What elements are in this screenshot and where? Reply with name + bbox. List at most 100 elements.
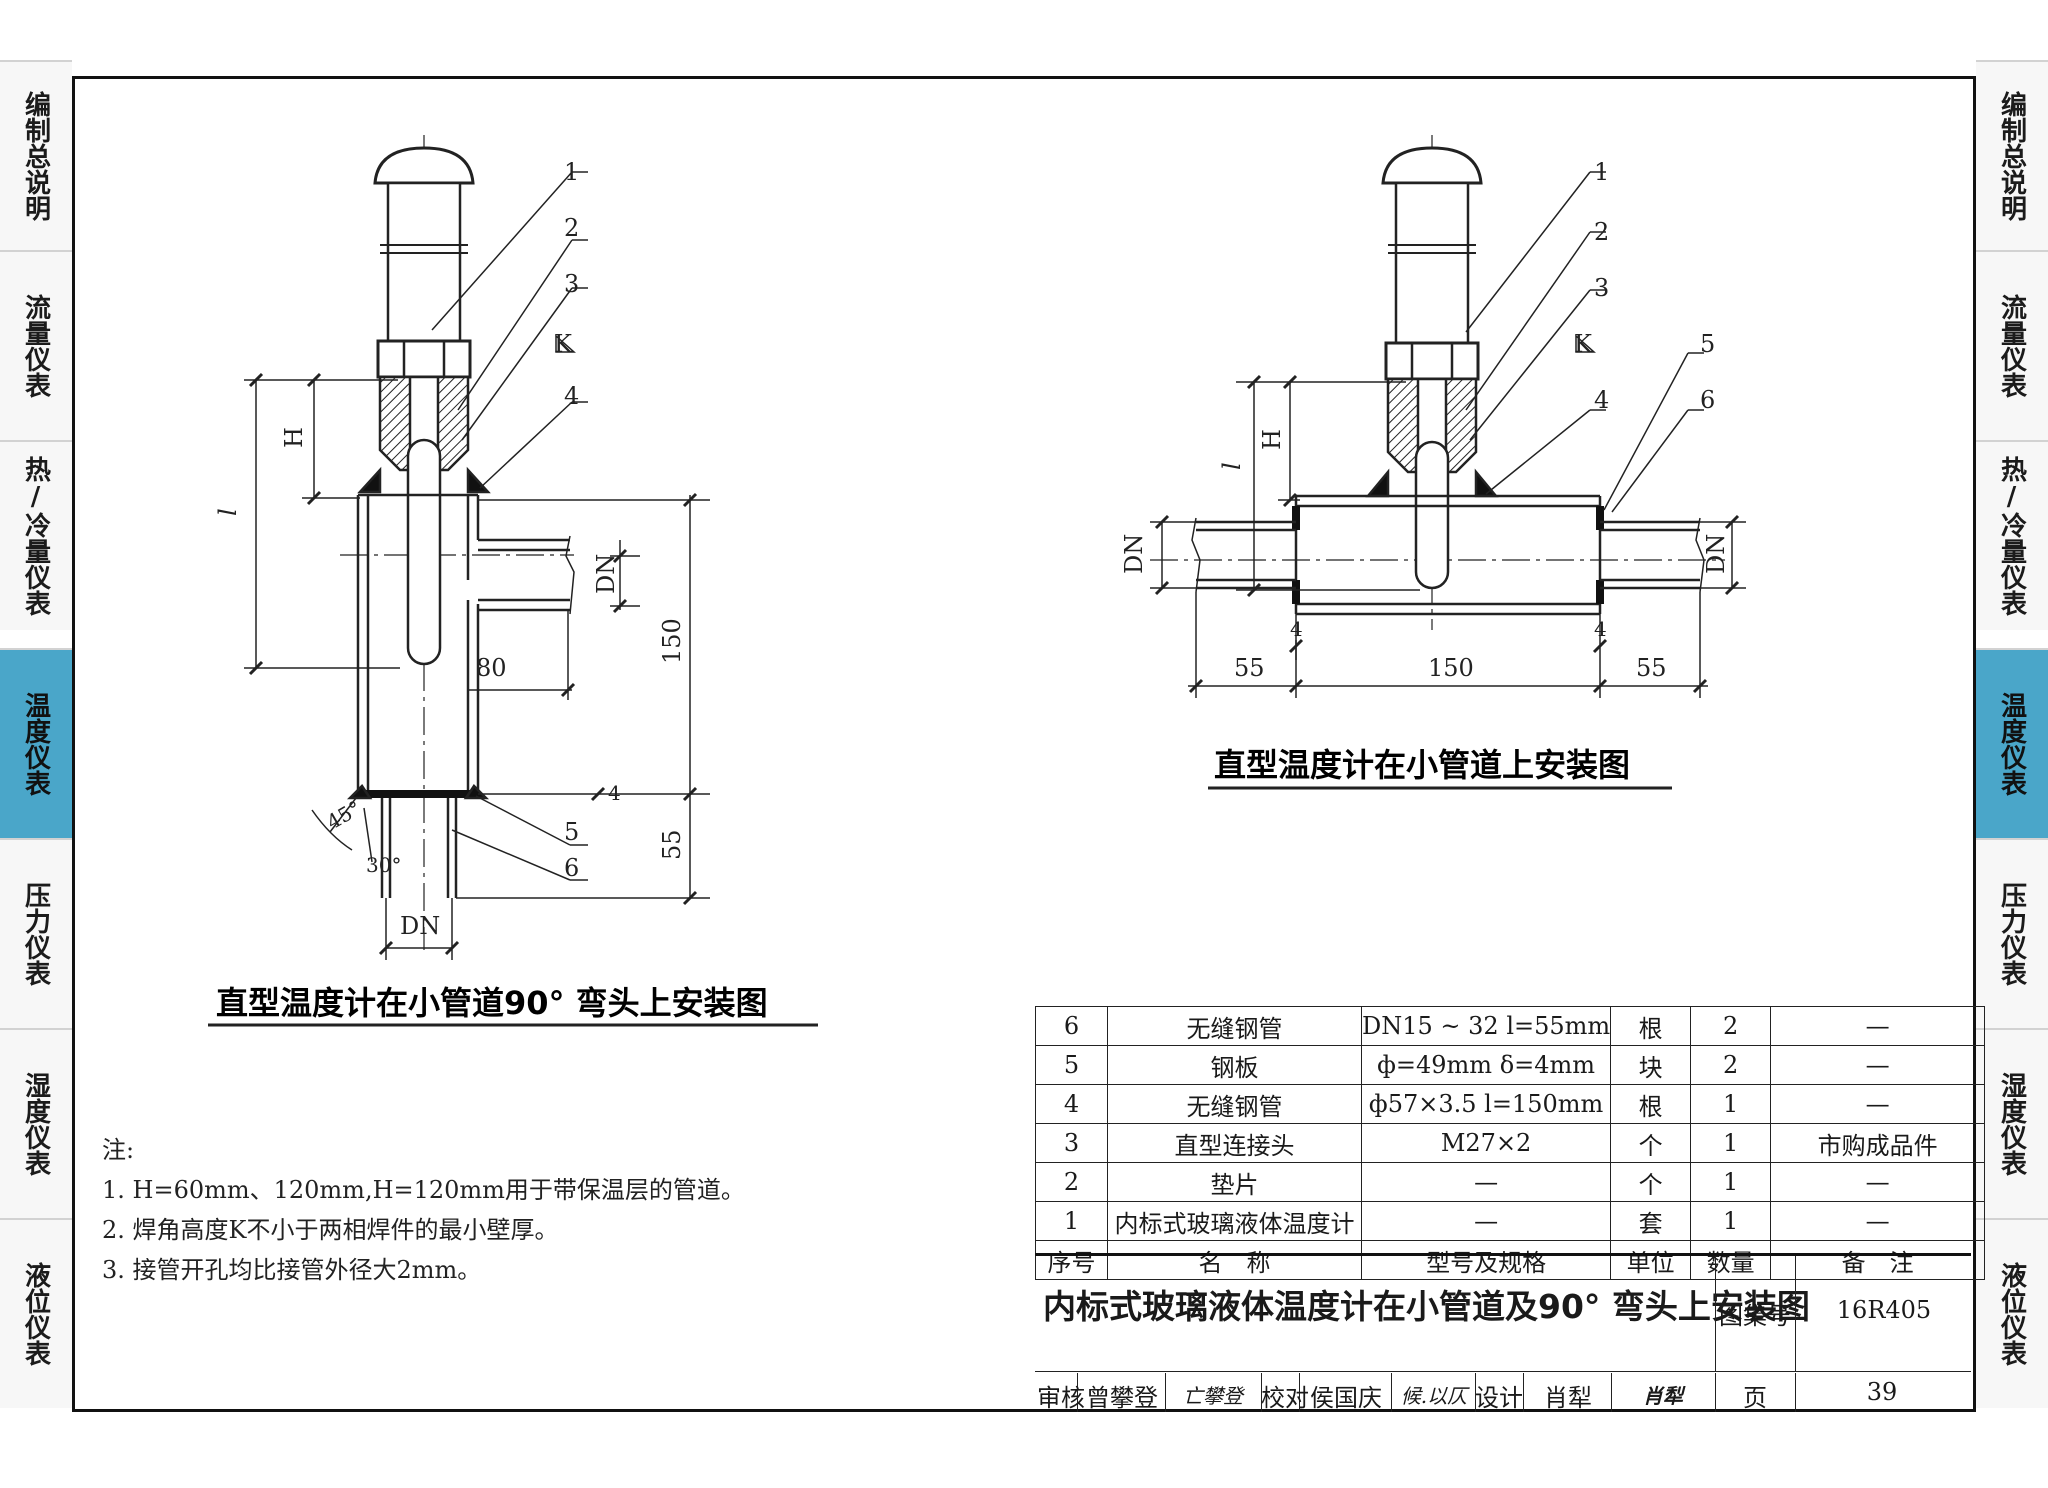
cell-qty: 1: [1690, 1201, 1772, 1241]
right-drawing-title: 直型温度计在小管道上安装图: [1214, 746, 1630, 784]
designer-signature: 肖犁: [1643, 1384, 1683, 1408]
right-weld-k: K: [1574, 330, 1593, 358]
side-tab-pressure-r[interactable]: 压力仪表: [1976, 838, 2048, 1028]
reviewer-signature: 亡攀登: [1183, 1384, 1243, 1408]
hex-nut: [376, 339, 472, 379]
cell-spec: DN15 ~ 32 l=55mm: [1360, 1006, 1612, 1046]
header-qty: 数量: [1690, 1240, 1772, 1280]
side-tab-general[interactable]: 编制总说明: [0, 60, 72, 250]
right-callout-4: 4: [1594, 386, 1609, 414]
check-label: 校对: [1261, 1384, 1309, 1412]
left-callout-2: 2: [564, 214, 579, 242]
designer-name: 肖犁: [1544, 1384, 1592, 1412]
cell-no: 6: [1035, 1006, 1108, 1046]
checker-name: 侯国庆: [1310, 1384, 1382, 1412]
left-callout-5: 5: [564, 818, 579, 846]
cell-name: 直型连接头: [1107, 1123, 1362, 1163]
left-callout-1: 1: [564, 158, 579, 186]
side-tab-general-r[interactable]: 编制总说明: [1976, 60, 2048, 250]
cell-no: 2: [1035, 1162, 1108, 1202]
sheet-title: 内标式玻璃液体温度计在小管道及90° 弯头上安装图: [1043, 1287, 1810, 1326]
right-dim-150: 150: [1428, 654, 1474, 682]
cell-unit: 套: [1610, 1201, 1692, 1241]
left-dim-150: 150: [658, 618, 686, 664]
cell-no: 4: [1035, 1084, 1108, 1124]
cell-qty: 2: [1690, 1006, 1772, 1046]
left-callout-3: 3: [564, 270, 579, 298]
side-tab-flow[interactable]: 流量仪表: [0, 250, 72, 440]
right-dim-55a: 55: [1234, 654, 1265, 682]
side-tab-humidity-r[interactable]: 湿度仪表: [1976, 1028, 2048, 1218]
left-callout-6: 6: [564, 854, 579, 882]
cell-remark: —: [1770, 1084, 1986, 1124]
cell-unit: 根: [1610, 1084, 1692, 1124]
right-callout-6: 6: [1700, 386, 1715, 414]
notes: 注: 1. H=60mm、120mm,H=120mm用于带保温层的管道。 2. …: [102, 1130, 745, 1290]
cell-name: 无缝钢管: [1107, 1006, 1362, 1046]
atlas-number: 16R405: [1836, 1296, 1932, 1324]
right-straight-pipe-drawing: [1150, 135, 1746, 790]
cell-name: 钢板: [1107, 1045, 1362, 1085]
side-tab-temperature-r[interactable]: 温度仪表: [1976, 648, 2048, 838]
left-drawing-title: 直型温度计在小管道90° 弯头上安装图: [216, 984, 768, 1022]
page-number: 39: [1866, 1378, 1898, 1406]
notes-heading: 注:: [102, 1136, 135, 1164]
cell-name: 内标式玻璃液体温度计: [1107, 1201, 1362, 1241]
thermometer-stem: [406, 438, 442, 666]
side-tab-pressure[interactable]: 压力仪表: [0, 838, 72, 1028]
cell-remark: —: [1770, 1006, 1986, 1046]
right-dim-l: l: [1218, 462, 1246, 470]
left-weld-k: K: [554, 330, 573, 358]
cell-unit: 块: [1610, 1045, 1692, 1085]
cell-spec: —: [1360, 1201, 1612, 1241]
side-tab-humidity[interactable]: 湿度仪表: [0, 1028, 72, 1218]
thermometer-head: [373, 146, 475, 185]
cell-remark: —: [1770, 1162, 1986, 1202]
right-callout-5: 5: [1700, 330, 1715, 358]
cell-spec: ф=49mm δ=4mm: [1360, 1045, 1612, 1085]
side-tab-heat-cold[interactable]: 热/冷量仪表: [0, 440, 72, 630]
right-dim-DN-right: DN: [1702, 534, 1730, 574]
left-callout-4: 4: [564, 382, 579, 410]
cell-unit: 个: [1610, 1123, 1692, 1163]
cell-qty: 1: [1690, 1162, 1772, 1202]
right-dim-4b: 4: [1594, 617, 1607, 641]
cell-spec: M27×2: [1360, 1123, 1612, 1163]
side-tab-temperature[interactable]: 温度仪表: [0, 648, 72, 838]
side-tab-level[interactable]: 液位仪表: [0, 1218, 72, 1408]
cell-spec: —: [1360, 1162, 1612, 1202]
left-angle-45: 45°: [323, 796, 366, 835]
right-callout-1: 1: [1594, 158, 1609, 186]
side-tab-flow-r[interactable]: 流量仪表: [1976, 250, 2048, 440]
reviewer-name: 曾攀登: [1086, 1384, 1158, 1412]
page-label: 页: [1743, 1384, 1767, 1412]
side-tab-level-r[interactable]: 液位仪表: [1976, 1218, 2048, 1408]
left-elbow-drawing: [208, 135, 818, 1027]
cell-name: 垫片: [1107, 1162, 1362, 1202]
side-tab-heat-cold-r[interactable]: 热/冷量仪表: [1976, 440, 2048, 630]
right-callout-3: 3: [1594, 274, 1609, 302]
left-dim-l: l: [214, 508, 242, 516]
atlas-label: 图集号: [1719, 1302, 1791, 1330]
drawing-frame: [72, 76, 1976, 1412]
checker-signature: 候.以仄: [1400, 1384, 1468, 1408]
right-dim-4a: 4: [1290, 617, 1303, 641]
left-dim-55: 55: [658, 829, 686, 860]
cell-remark: —: [1770, 1201, 1986, 1241]
cell-no: 5: [1035, 1045, 1108, 1085]
title-block: 内标式玻璃液体温度计在小管道及90° 弯头上安装图 图集号 16R405 审核 …: [1035, 1253, 1971, 1412]
left-dim-H: H: [280, 427, 308, 448]
design-label: 设计: [1475, 1384, 1523, 1412]
left-angle-30: 30°: [366, 853, 401, 877]
right-dim-H: H: [1258, 429, 1286, 450]
cell-qty: 2: [1690, 1045, 1772, 1085]
cell-remark: —: [1770, 1045, 1986, 1085]
right-callout-2: 2: [1594, 218, 1609, 246]
left-dim-DN-bottom: DN: [400, 912, 440, 940]
